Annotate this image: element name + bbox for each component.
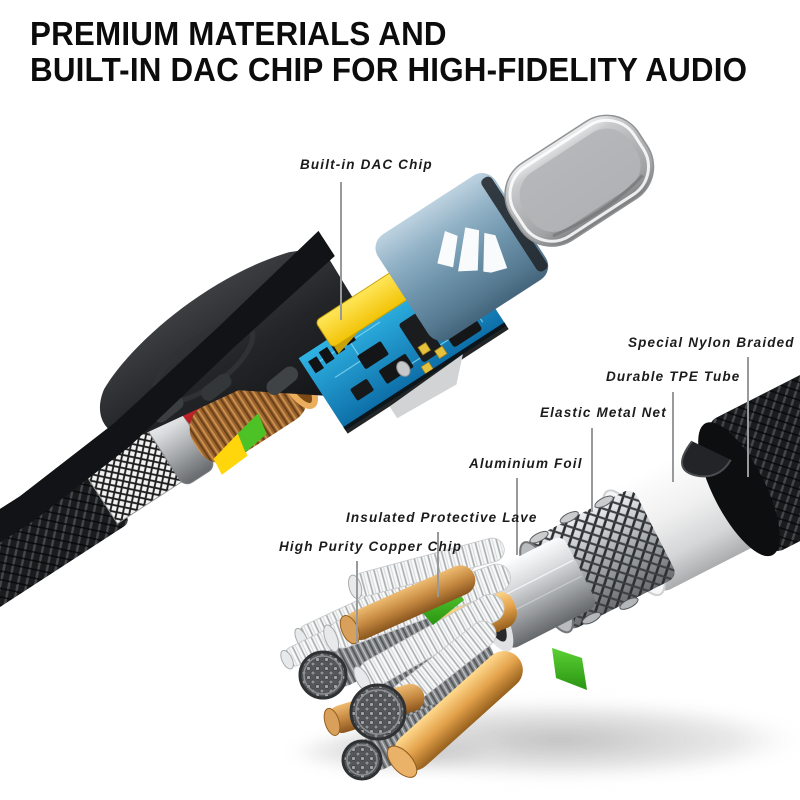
callout-copper: High Purity Copper Chip [279,539,462,554]
callout-copper-label: High Purity Copper Chip [279,539,463,554]
callout-dac-chip-label: Built-in DAC Chip [300,157,433,172]
pcb-chip-small [318,346,335,365]
braided-cable-segment [0,456,128,732]
callout-nylon: Special Nylon Braided Wire [628,335,800,350]
title-line-2: BUILT-IN DAC CHIP FOR HIGH-FIDELITY AUDI… [30,51,748,88]
callout-tpe: Durable TPE Tube [606,369,740,384]
callout-insulated: Insulated Protective Lave [346,510,538,525]
pcb-capacitor [396,360,411,377]
leader-line-metal-net [591,428,593,512]
brand-logo-icon [437,227,508,273]
copper-rod [339,565,476,645]
callout-foil-label: Aluminium Foil [469,456,583,471]
leader-line-copper [356,561,358,643]
callout-nylon-label: Special Nylon Braided Wire [628,335,800,350]
boot-notch [266,366,299,396]
insulated-wire [348,537,505,600]
callout-tpe-label: Durable TPE Tube [606,369,741,384]
pcb-gold-pad [417,341,432,356]
pcb-under-wedge [389,354,463,419]
pcb-chip-small [308,356,325,374]
leader-line-insulated [437,532,439,597]
title-line-1: PREMIUM MATERIALS AND [30,15,447,52]
copper-rod [386,651,523,778]
usb-c-connector-illustration [0,114,655,732]
leader-line-foil [516,478,518,555]
page-title: PREMIUM MATERIALS AND BUILT-IN DAC CHIP … [30,16,747,88]
pcb-chip-medium [379,354,414,384]
yellow-wire [213,433,248,475]
pcb-gold-pad [434,345,448,360]
strand-bundle-face [349,683,407,741]
green-sheath [552,648,587,690]
callout-metal-net-label: Elastic Metal Net [540,405,667,420]
braid-tube [709,286,800,551]
leader-line-nylon [747,357,749,477]
pcb-chip-medium [357,341,389,369]
shell-tip-junction [481,176,548,272]
pcb-chip-medium [350,379,374,401]
strand-bundle-face [298,650,348,700]
strand-bundle-body [320,608,433,687]
pcb-chip-large [399,312,443,362]
callout-foil: Aluminium Foil [469,456,583,471]
leader-line-tpe [672,392,674,482]
green-wire [237,413,267,453]
callout-dac-chip: Built-in DAC Chip [300,157,433,172]
usb-c-tip [504,114,655,247]
leader-line-dac-chip [340,182,342,320]
braid-curl [681,440,732,478]
strand-bundle-face [341,739,383,781]
callout-metal-net: Elastic Metal Net [540,405,667,420]
callout-insulated-label: Insulated Protective Lave [346,510,538,525]
boot-notch [201,373,232,401]
pcb-cut-edge [343,322,509,434]
